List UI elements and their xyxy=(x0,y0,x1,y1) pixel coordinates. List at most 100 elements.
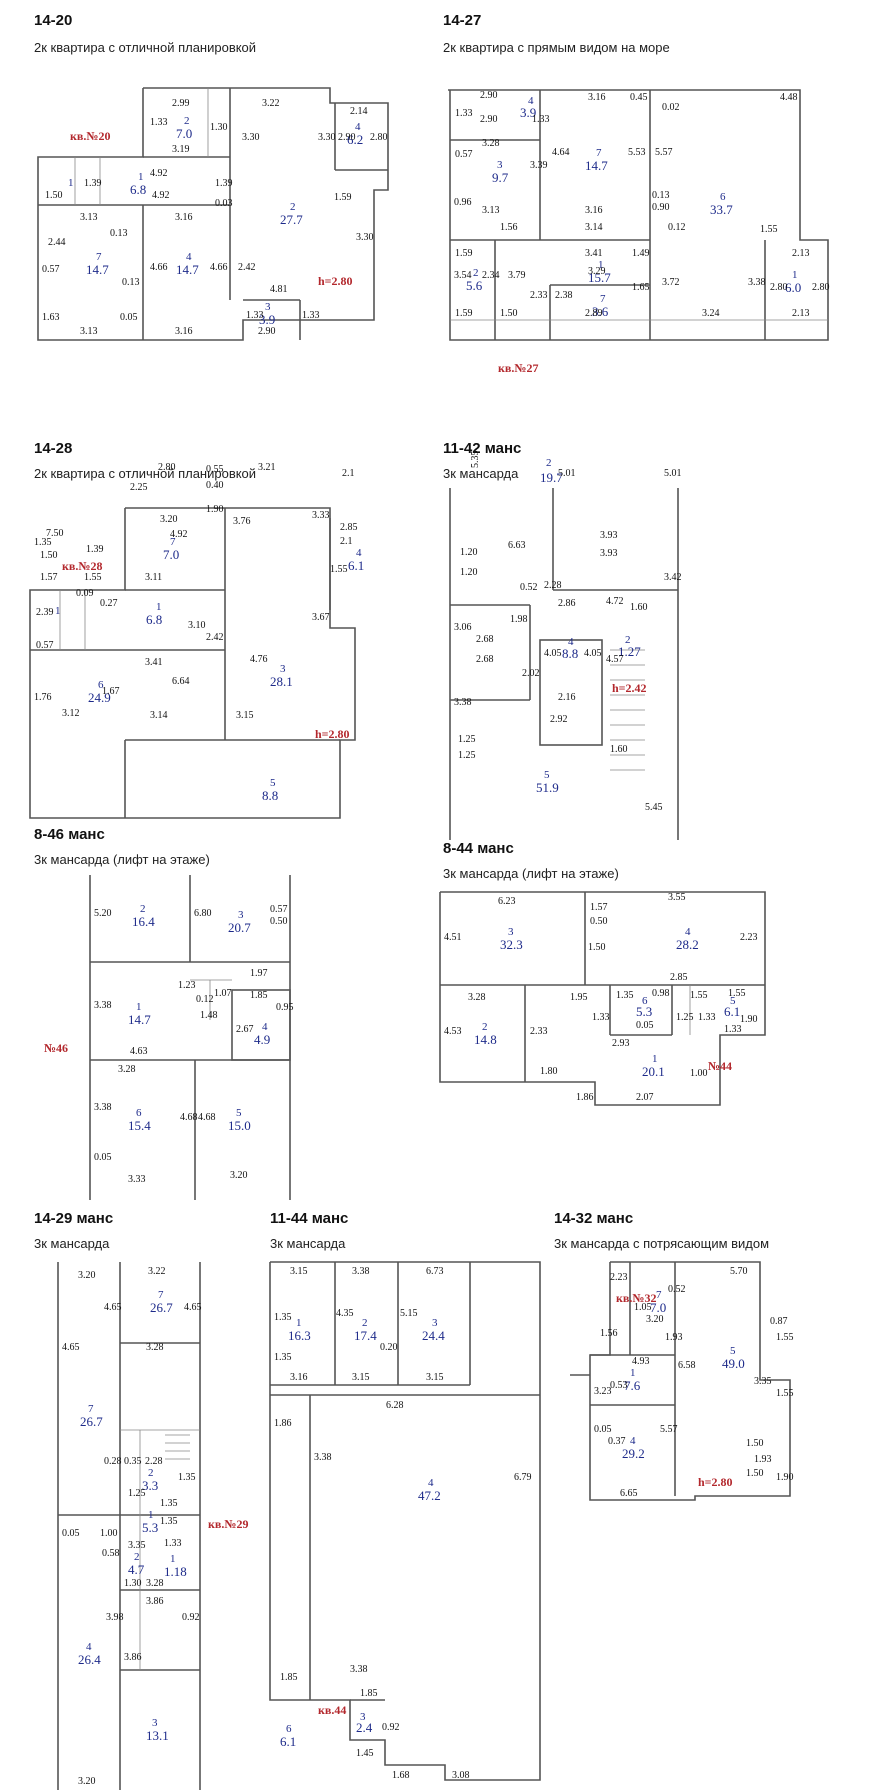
dimension-label: 0.57 xyxy=(455,149,473,160)
dimension-label: 1.57 xyxy=(40,572,58,583)
dimension-label: 1.90 xyxy=(776,1472,794,1483)
dimension-label: 0.03 xyxy=(215,198,233,209)
apartment-label: №44 xyxy=(708,1059,732,1073)
dimension-label: 1.35 xyxy=(274,1312,292,1323)
room-area: 19.7 xyxy=(540,470,563,485)
room-number: 2 xyxy=(546,457,552,469)
plan-card-14-20: 14-20 2к квартира с отличной планировкой… xyxy=(0,0,440,370)
dimension-label: 6.64 xyxy=(172,676,190,687)
dimension-label: 5.01 xyxy=(558,468,576,479)
room-number: 6 xyxy=(136,1107,142,1119)
floor-plan-drawing: кв.№32 h=2.80 7 7.0 5 49.0 1 7.6 4 29.2 … xyxy=(570,1261,794,1501)
dimension-label: 3.30 xyxy=(356,232,374,243)
dimension-label: 2.14 xyxy=(350,106,368,117)
dimension-label: 1.55 xyxy=(776,1332,794,1343)
dimension-label: 3.15 xyxy=(290,1266,308,1277)
dimension-label: 3.28 xyxy=(468,992,486,1003)
dimension-label: 5.45 xyxy=(645,802,663,813)
dimension-label: 4.53 xyxy=(444,1026,462,1037)
room-number: 4 xyxy=(630,1435,636,1447)
dimension-label: 1.25 xyxy=(128,1488,146,1499)
apartment-label: кв.№27 xyxy=(498,361,538,375)
dimension-label: 3.41 xyxy=(585,248,603,259)
dimension-label: 0.40 xyxy=(206,480,224,491)
dimension-label: 3.28 xyxy=(146,1578,164,1589)
floor-plan-drawing: №44 3 32.3 4 28.2 6 5.3 5 6.1 2 14.8 1 2… xyxy=(439,891,766,1106)
room-area: 14.7 xyxy=(176,262,199,277)
dimension-label: 4.68 xyxy=(198,1112,216,1123)
room-number: 2 xyxy=(148,1467,154,1479)
dimension-label: 0.57 xyxy=(270,904,288,915)
dimension-label: 1.49 xyxy=(632,248,650,259)
room-area: 3.9 xyxy=(520,105,536,120)
plan-subtitle: 3к мансарда с потрясающим видом xyxy=(554,1236,770,1251)
dimension-label: 1.33 xyxy=(455,108,473,119)
dimension-label: 2.68 xyxy=(476,634,494,645)
dimension-labels: 5.20 6.80 0.57 0.50 1.97 1.23 1.07 1.85 … xyxy=(94,904,294,1185)
dimension-label: 3.29 xyxy=(588,266,606,277)
dimension-label: 2.07 xyxy=(636,1092,654,1103)
dimension-label: 6.58 xyxy=(678,1360,696,1371)
room-area: 26.7 xyxy=(150,1300,173,1315)
room-area: 26.4 xyxy=(78,1652,101,1667)
dimension-label: 2.38 xyxy=(555,290,573,301)
room-number: 3 xyxy=(152,1717,158,1729)
dimension-label: 4.05 xyxy=(584,648,602,659)
room-area: 5.3 xyxy=(142,1520,158,1535)
room-number: 4 xyxy=(568,636,574,648)
dimension-label: 1.85 xyxy=(250,990,268,1001)
room-number: 4 xyxy=(685,926,691,938)
room-area: 24.9 xyxy=(88,690,111,705)
dimension-label: 2.28 xyxy=(544,580,562,591)
dimension-label: 5.01 xyxy=(664,468,682,479)
plan-card-11-44: 11-44 манс 3к мансарда кв.44 1 16.3 2 17… xyxy=(269,1200,550,1790)
room-number: 4 xyxy=(262,1021,268,1033)
dimension-label: 0.09 xyxy=(76,588,94,599)
dimension-labels: 6.23 3.55 1.57 0.50 4.51 1.50 2.23 2.85 … xyxy=(444,892,758,1103)
dimension-label: 2.25 xyxy=(130,482,148,493)
dimension-label: 3.35 xyxy=(754,1376,772,1387)
plan-title: 14-29 манс xyxy=(34,1210,114,1227)
room-number: 2 xyxy=(134,1551,140,1563)
dimension-label: 3.11 xyxy=(145,572,162,583)
room-number: 1 xyxy=(792,269,798,281)
room-area: 47.2 xyxy=(418,1488,441,1503)
dimension-label: 1.59 xyxy=(455,248,473,259)
apartment-label: кв.№32 xyxy=(616,1291,656,1305)
dimension-label: 0.90 xyxy=(652,202,670,213)
dimension-label: 3.33 xyxy=(128,1174,146,1185)
dimension-label: 1.50 xyxy=(500,308,518,319)
dimension-label: 3.15 xyxy=(352,1372,370,1383)
dimension-label: 3.93 xyxy=(600,548,618,559)
dimension-label: 2.92 xyxy=(550,714,568,725)
dimension-label: 3.76 xyxy=(233,516,251,527)
dimension-label: 1.55 xyxy=(84,572,102,583)
dimension-label: 6.73 xyxy=(426,1266,444,1277)
dimension-label: 4.48 xyxy=(780,92,798,103)
dimension-label: 3.13 xyxy=(80,212,98,223)
dimension-label: 1.56 xyxy=(600,1328,618,1339)
dimension-label: 0.87 xyxy=(770,1316,788,1327)
dimension-label: 6.79 xyxy=(514,1472,532,1483)
dimension-label: 1.55 xyxy=(760,224,778,235)
dimension-label: 3.16 xyxy=(175,212,193,223)
dimension-label: 2.23 xyxy=(740,932,758,943)
dimension-label: 0.05 xyxy=(636,1020,654,1031)
room-area: 16.3 xyxy=(288,1328,311,1343)
dimension-label: 1.98 xyxy=(510,614,528,625)
room-number: 1 xyxy=(598,259,604,271)
dimension-label: 1.33 xyxy=(698,1012,716,1023)
plan-card-8-46: 8-46 манс 3к мансарда (лифт на этаже) №4… xyxy=(0,820,440,1200)
dimension-label: 3.42 xyxy=(664,572,682,583)
dimension-label: 3.22 xyxy=(148,1266,166,1277)
ceiling-height-label: h=2.80 xyxy=(315,727,350,741)
dimension-label: 0.37 xyxy=(608,1436,626,1447)
dimension-label: 1.60 xyxy=(630,602,648,613)
dimension-label: 3.12 xyxy=(62,708,80,719)
dimension-label: 2.44 xyxy=(48,237,66,248)
room-area: 6.0 xyxy=(785,280,801,295)
dimension-label: 0.27 xyxy=(100,598,118,609)
dimension-label: 4.66 xyxy=(210,262,228,273)
dimension-label: 6.80 xyxy=(194,908,212,919)
dimension-label: 2.90 xyxy=(258,326,276,337)
